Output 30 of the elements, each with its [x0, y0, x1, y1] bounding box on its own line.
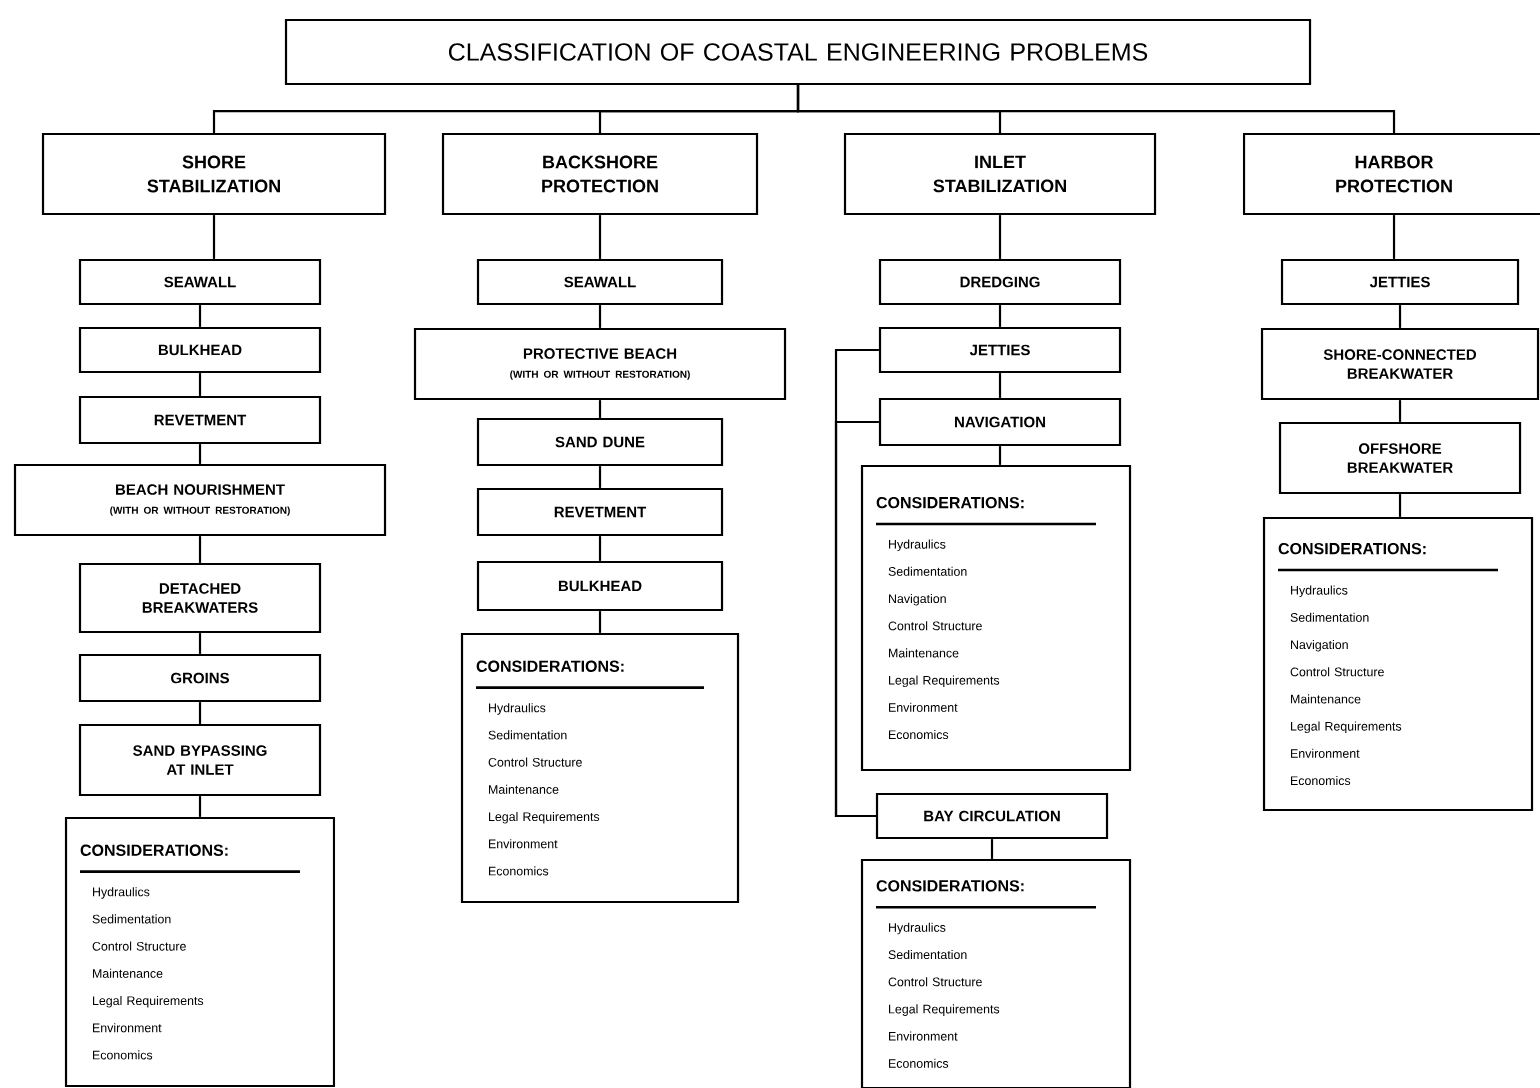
connector-line: [598, 400, 602, 418]
connector-line: [598, 536, 602, 561]
connector-line: [998, 305, 1002, 327]
category-box: INLET STABILIZATION: [843, 132, 1157, 216]
category-box: HARBOR PROTECTION: [1242, 132, 1540, 216]
connector-line: [998, 446, 1002, 465]
connector-line: [1392, 215, 1396, 259]
connector-line: [198, 796, 202, 817]
connector-line: [598, 215, 602, 259]
connector-line: [198, 536, 202, 563]
connector-line: [198, 633, 202, 654]
connector-line: [1398, 494, 1402, 517]
connector-line: [198, 305, 202, 327]
connector-line: [834, 420, 879, 818]
connector-line: [990, 839, 994, 859]
connector-line: [598, 466, 602, 488]
connector-line: [1398, 305, 1402, 328]
category-box: BACKSHORE PROTECTION: [441, 132, 759, 216]
connector-line: [796, 85, 1396, 133]
connector-line: [998, 373, 1002, 398]
connector-line: [598, 305, 602, 328]
connector-line: [598, 611, 602, 633]
title-box: CLASSIFICATION OF COASTAL ENGINEERING PROBLEMS: [284, 18, 1312, 86]
connector-line: [198, 373, 202, 396]
connector-line: [212, 215, 216, 259]
connector-line: [1398, 400, 1402, 422]
connector-line: [998, 215, 1002, 259]
connector-line: [198, 702, 202, 724]
connector-line: [198, 444, 202, 464]
category-box: SHORE STABILIZATION: [41, 132, 387, 216]
